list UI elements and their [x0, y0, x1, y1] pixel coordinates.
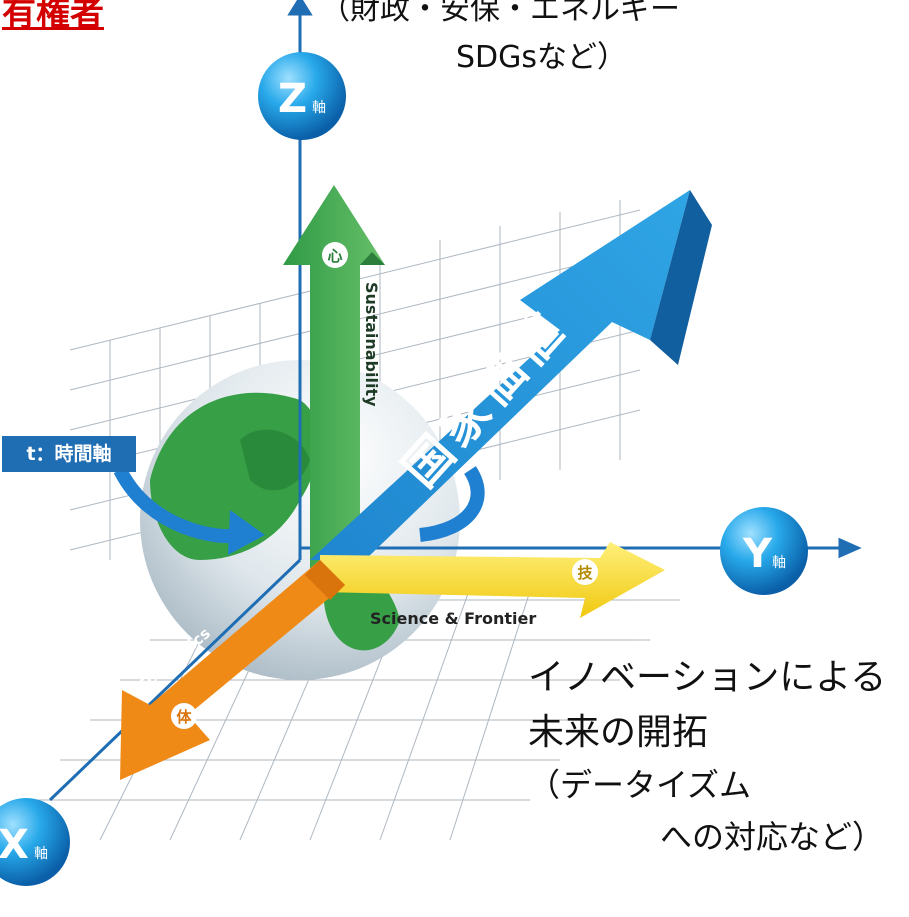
yellow-arrow-label: Science & Frontier — [370, 609, 536, 628]
x-axis-node: X 軸 — [0, 798, 70, 886]
right-text-line2: 未来の開拓 — [528, 712, 709, 753]
axes — [48, 0, 862, 802]
blue-arrow — [310, 190, 712, 560]
green-arrow — [283, 185, 385, 570]
x-axis-label: X — [0, 822, 29, 868]
top-caption-line2: SDGsなど） — [456, 40, 628, 75]
x-axis-suffix: 軸 — [34, 846, 48, 862]
orange-badge-text: 体 — [176, 708, 192, 726]
z-axis-node: Z 軸 — [258, 52, 346, 140]
yellow-badge-text: 技 — [577, 564, 593, 582]
top-left-heading: 有権者 — [2, 0, 104, 34]
time-axis-label: t：時間軸 — [2, 436, 136, 472]
y-axis-suffix: 軸 — [772, 555, 786, 571]
rotation-arrow — [113, 466, 485, 555]
z-axis-suffix: 軸 — [312, 100, 326, 116]
green-badge-text: 心 — [327, 247, 342, 265]
yellow-badge: 技 — [572, 559, 598, 585]
top-caption-line1: （財政・安保・エネルギー — [320, 0, 680, 27]
green-arrow-label: Sustainability — [362, 282, 381, 407]
right-text-line4: への対応など） — [660, 818, 885, 856]
y-axis-node: Y 軸 — [720, 507, 808, 595]
orange-badge: 体 — [171, 703, 197, 729]
green-badge: 心 — [322, 242, 348, 268]
right-text-line1: イノベーションによる — [528, 657, 887, 698]
right-text-line3: （データイズム — [528, 766, 752, 804]
y-axis-label: Y — [742, 531, 773, 577]
blue-arrow-label: 国家価値 — [392, 300, 578, 498]
z-axis-label: Z — [278, 76, 307, 122]
